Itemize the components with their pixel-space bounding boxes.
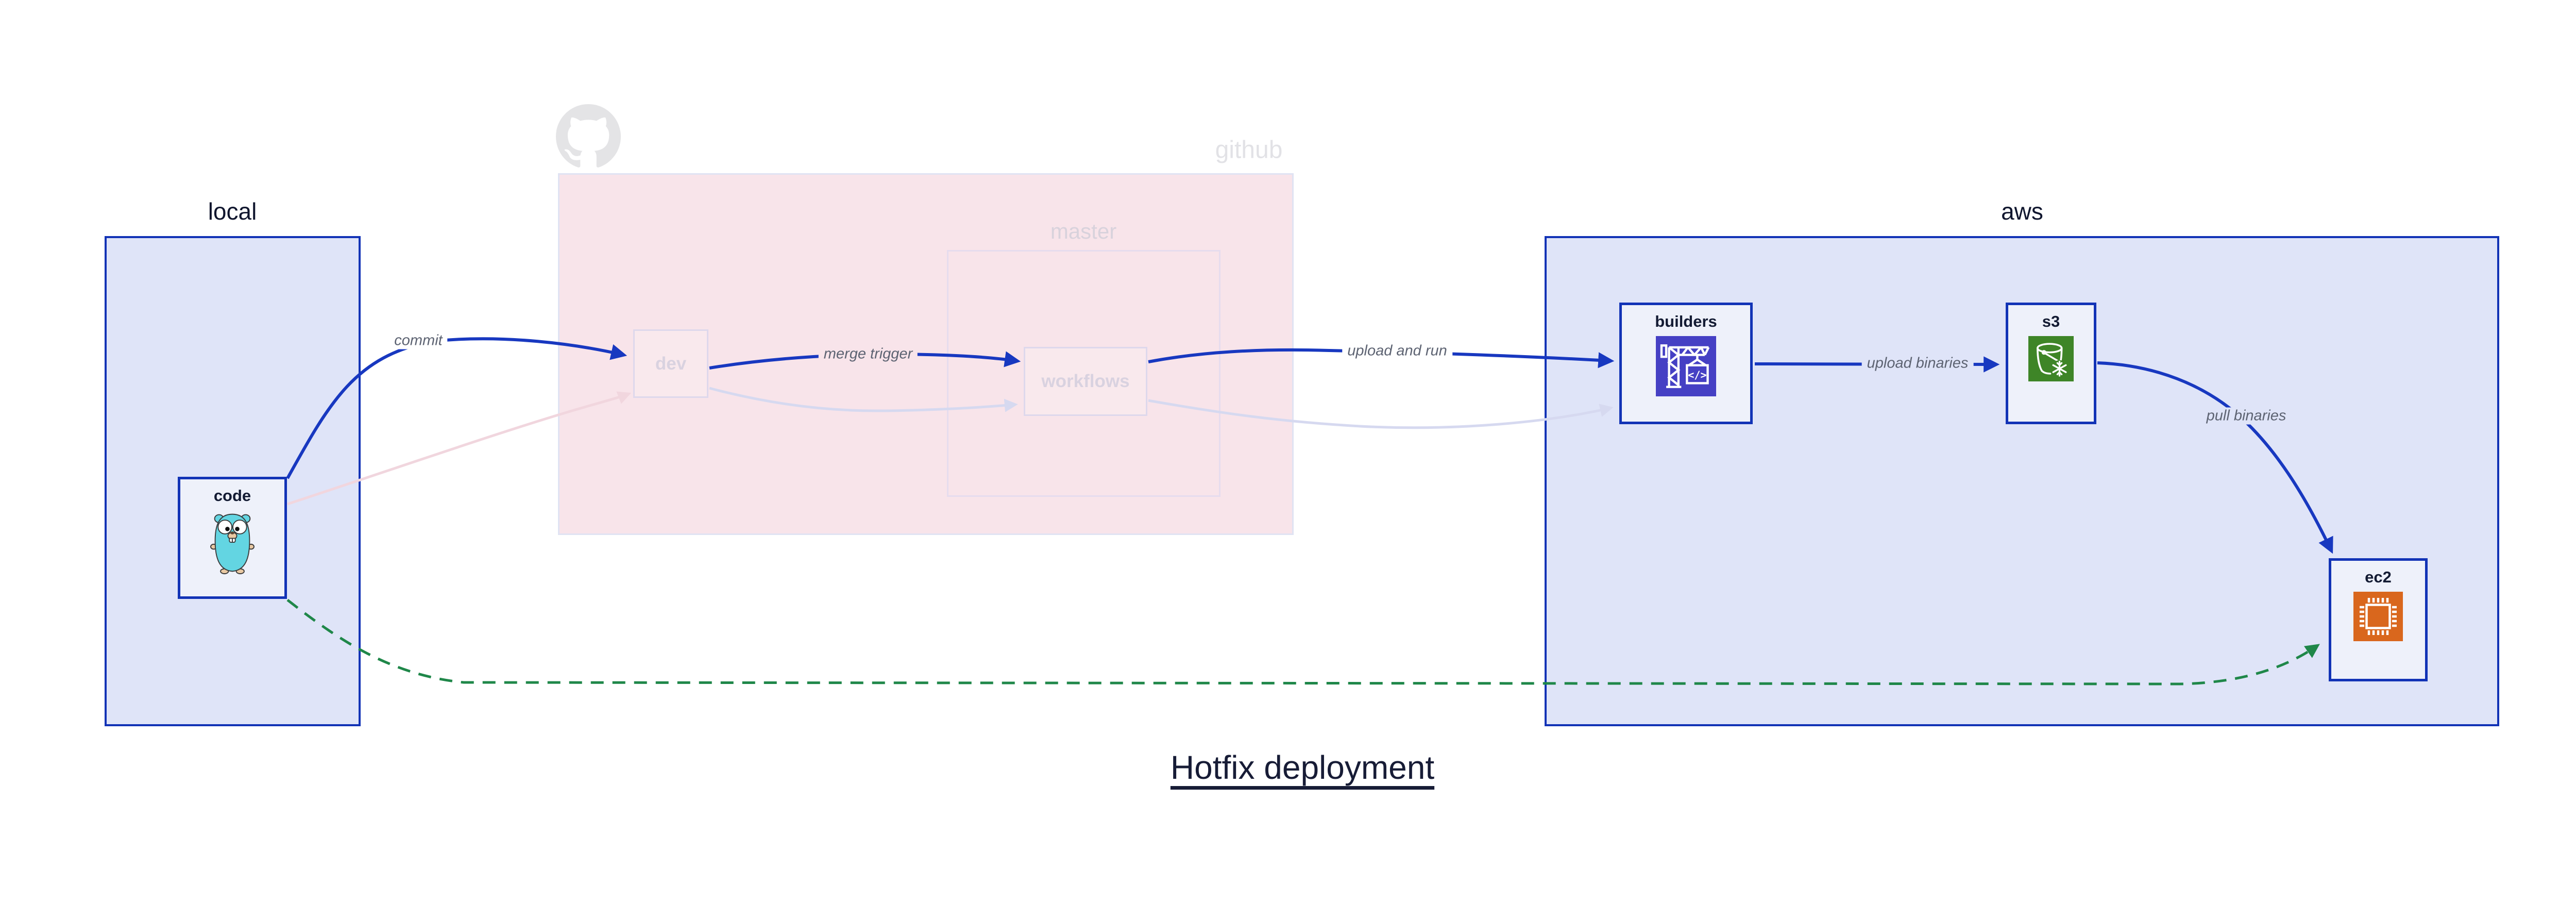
master-subgroup-label: master xyxy=(1050,219,1117,243)
edge-label-upload-binaries: upload binaries xyxy=(1861,355,1974,372)
codebuild-code-glyph: </> xyxy=(1688,369,1706,381)
node-s3-label: s3 xyxy=(2042,312,2060,330)
node-workflows: workflows xyxy=(1024,347,1147,416)
edge-label-pull-binaries: pull binaries xyxy=(2201,407,2292,425)
edge-label-upload-and-run: upload and run xyxy=(1342,342,1452,360)
node-ec2-label: ec2 xyxy=(2365,568,2392,586)
node-ec2: ec2 xyxy=(2329,558,2428,681)
node-dev: dev xyxy=(633,329,708,398)
node-workflows-label: workflows xyxy=(1041,371,1130,391)
aws-s3-glacier-icon xyxy=(2028,336,2074,381)
node-dev-label: dev xyxy=(655,353,687,374)
node-builders: builders </> xyxy=(1619,303,1753,424)
master-subgroup-box xyxy=(947,250,1221,497)
aws-codebuild-icon: </> xyxy=(1656,336,1716,396)
edge-label-commit: commit xyxy=(389,332,448,349)
node-s3: s3 xyxy=(2006,303,2096,424)
edge-label-merge-trigger: merge trigger xyxy=(818,345,918,363)
github-octocat-icon xyxy=(556,104,621,168)
node-code: code xyxy=(178,477,287,599)
local-group-label: local xyxy=(208,198,257,225)
aws-ec2-icon xyxy=(2353,592,2403,641)
aws-group-label: aws xyxy=(2001,198,2043,225)
node-code-label: code xyxy=(213,487,251,505)
go-gopher-icon xyxy=(210,513,255,575)
diagram-title: Hotfix deployment xyxy=(1170,749,1435,786)
node-builders-label: builders xyxy=(1655,312,1717,330)
github-group-label: github xyxy=(1215,136,1283,164)
